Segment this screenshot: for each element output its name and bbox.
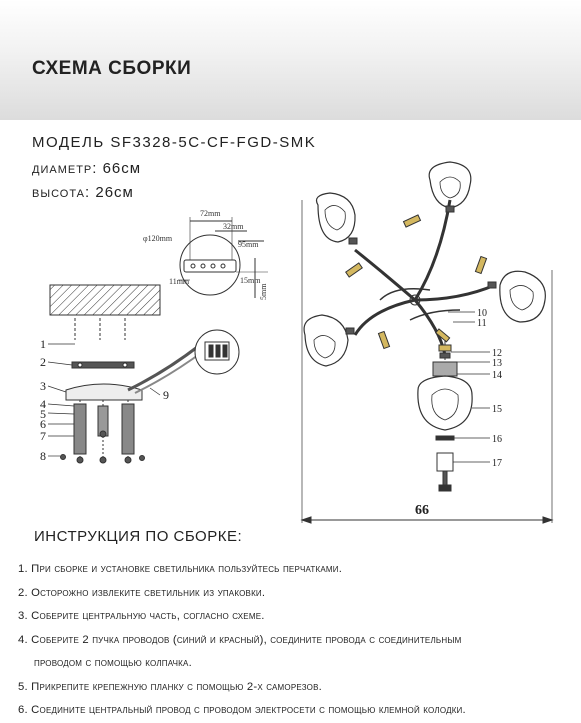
label-4: 4 [40, 397, 46, 411]
arm [414, 283, 496, 302]
lampholder [348, 237, 358, 245]
label-1: 1 [40, 337, 46, 351]
bracket-hole [200, 263, 206, 269]
dim-72-label: 72mm [200, 209, 221, 218]
canopy-outline [179, 234, 241, 296]
ceiling-hatch [49, 284, 161, 316]
label-10: 10 [477, 308, 487, 319]
dim-5-label: 5mm [259, 283, 268, 300]
instruction-item: 5. Прикрепите крепежную планку с помощью… [18, 680, 322, 693]
label-11: 11 [477, 318, 487, 329]
exploded-side-view [49, 284, 240, 464]
bracket-hole [190, 263, 196, 269]
wire-bundle [127, 343, 201, 392]
dim-120-label: φ120mm [143, 234, 173, 243]
diameter-spec: диаметр: 66см [32, 160, 141, 177]
threaded-rod [121, 403, 135, 455]
shade-ring [435, 435, 455, 441]
width-dimension-label: 66 [415, 503, 429, 518]
right-labels [448, 311, 490, 463]
label-2: 2 [40, 355, 46, 369]
label-5: 5 [40, 407, 46, 421]
gold-accent [402, 214, 422, 228]
page-title: СХЕМА СБОРКИ [32, 58, 192, 79]
dim-11-label: 11mm [169, 277, 190, 286]
arm [353, 298, 416, 336]
height-label: высота: [32, 184, 91, 201]
label-17: 17 [492, 458, 502, 469]
label-15: 15 [492, 404, 502, 415]
instructions-title: ИНСТРУКЦИЯ ПО СБОРКЕ: [34, 528, 243, 545]
label-14: 14 [492, 370, 502, 381]
dim-95-label: 95mm [238, 240, 259, 249]
threaded-rod [73, 403, 87, 455]
lampholder [487, 281, 497, 289]
label-8: 8 [40, 449, 46, 463]
label-3: 3 [40, 379, 46, 393]
header-band [0, 0, 581, 120]
instruction-item: 3. Соберите центральную часть, согласно … [18, 610, 265, 622]
screw-8 [76, 456, 84, 464]
label-6: 6 [40, 417, 46, 431]
instruction-item-continued: проводом с помощью колпачка. [34, 657, 192, 669]
bracket-hole [210, 263, 216, 269]
gold-accent [474, 255, 488, 275]
arm [413, 199, 452, 301]
mounting-plate-detail [178, 217, 268, 298]
lampholder [445, 205, 455, 213]
label-16: 16 [492, 434, 502, 445]
diameter-label: диаметр: [32, 160, 98, 177]
canopy [65, 383, 143, 401]
chandelier-top-view [301, 161, 553, 523]
left-labels [47, 343, 161, 457]
instruction-item: 2. Осторожно извлеките светильник из упа… [18, 586, 266, 599]
bracket-hole [220, 263, 226, 269]
glass-shade [499, 270, 546, 323]
arm [354, 248, 416, 302]
mounting-bracket [183, 259, 237, 273]
bulb-cap [436, 452, 454, 472]
dim-32-label: 32mm [223, 222, 244, 231]
instructions-list: 1. При сборке и установке светильника по… [18, 558, 578, 723]
instruction-item: 1. При сборке и установке светильника по… [18, 563, 343, 575]
instruction-item: 4. Соберите 2 пучка проводов (синий и кр… [18, 633, 462, 646]
gold-accent [435, 328, 451, 343]
width-dimension [300, 516, 554, 524]
height-value: 26см [95, 184, 134, 201]
instruction-item: 6. Соедините центральный провод с провод… [18, 704, 466, 716]
model-name: МОДЕЛЬ SF3328-5C-CF-FGD-SMK [32, 134, 317, 151]
glass-shade [303, 314, 349, 367]
lampholder [345, 327, 355, 335]
glass-shade [428, 161, 472, 209]
dim-15-label: 15mm [240, 276, 261, 285]
gold-accent [377, 330, 391, 350]
label-12: 12 [492, 348, 502, 359]
glass-shade [417, 375, 473, 431]
label-9: 9 [163, 388, 169, 402]
height-spec: высота: 26см [32, 184, 134, 201]
gold-accent [438, 344, 452, 352]
diameter-value: 66см [102, 160, 142, 177]
lamp-socket [432, 361, 458, 377]
assembly-diagram: 72mm 32mm 95mm φ120mm 11mm 15mm 5mm [40, 161, 554, 524]
glass-shade [315, 192, 356, 243]
gold-accent [345, 262, 363, 278]
label-7: 7 [40, 429, 46, 443]
label-13: 13 [492, 358, 502, 369]
